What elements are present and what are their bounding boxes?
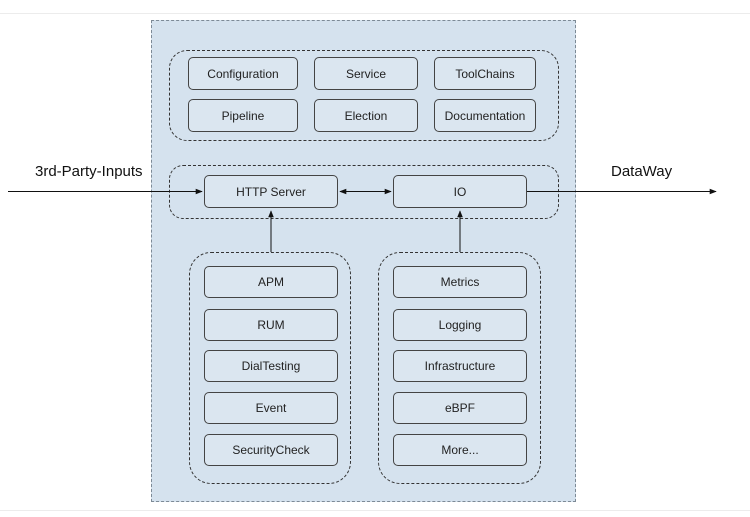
ebpf-node: eBPF bbox=[393, 392, 527, 424]
dialtesting-node: DialTesting bbox=[204, 350, 338, 382]
configuration-node: Configuration bbox=[188, 57, 298, 90]
io-node: IO bbox=[393, 175, 527, 208]
right-inputs-group bbox=[378, 252, 541, 484]
http-server-node: HTTP Server bbox=[204, 175, 338, 208]
left-inputs-group bbox=[189, 252, 351, 484]
output-label: DataWay bbox=[611, 163, 673, 180]
bottom-divider bbox=[0, 510, 750, 511]
infrastructure-node: Infrastructure bbox=[393, 350, 527, 382]
service-node: Service bbox=[314, 57, 418, 90]
election-node: Election bbox=[314, 99, 418, 132]
metrics-node: Metrics bbox=[393, 266, 527, 298]
event-node: Event bbox=[204, 392, 338, 424]
inputs-label: 3rd-Party-Inputs bbox=[35, 163, 143, 180]
rum-node: RUM bbox=[204, 309, 338, 341]
pipeline-node: Pipeline bbox=[188, 99, 298, 132]
toolchains-node: ToolChains bbox=[434, 57, 536, 90]
logging-node: Logging bbox=[393, 309, 527, 341]
top-divider bbox=[0, 13, 750, 14]
apm-node: APM bbox=[204, 266, 338, 298]
documentation-node: Documentation bbox=[434, 99, 536, 132]
more-node: More... bbox=[393, 434, 527, 466]
management-group bbox=[169, 50, 559, 141]
securitycheck-node: SecurityCheck bbox=[204, 434, 338, 466]
